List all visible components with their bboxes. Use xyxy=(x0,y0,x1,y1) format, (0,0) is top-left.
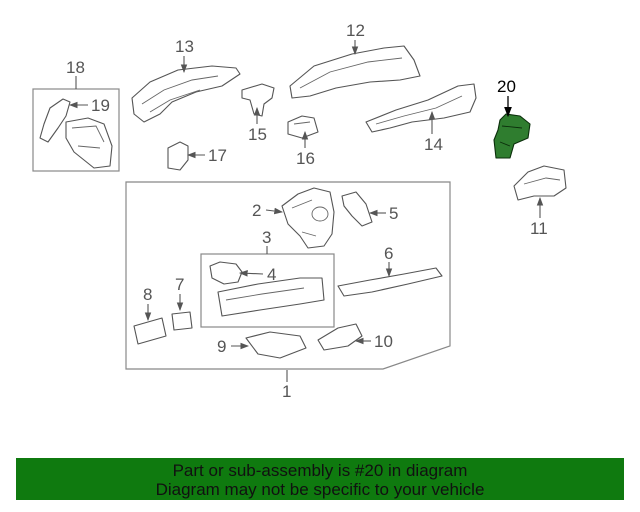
leader-lines xyxy=(68,40,544,382)
callout-11: 11 xyxy=(530,219,548,238)
callout-12: 12 xyxy=(346,21,365,40)
callout-2: 2 xyxy=(252,201,261,220)
callout-9: 9 xyxy=(217,337,226,356)
part-11-shape xyxy=(513,165,567,201)
callout-13: 13 xyxy=(175,37,194,56)
callout-14: 14 xyxy=(424,135,443,154)
callout-19: 19 xyxy=(91,96,110,115)
parts-diagram: 1 2 3 4 5 6 7 8 9 10 11 12 13 14 15 16 1… xyxy=(32,21,567,401)
callout-15: 15 xyxy=(248,125,267,144)
banner-line-2: Diagram may not be specific to your vehi… xyxy=(155,480,485,499)
callout-4: 4 xyxy=(267,265,276,284)
callout-3: 3 xyxy=(262,228,271,247)
part-5-shape xyxy=(341,191,373,227)
callout-7: 7 xyxy=(175,275,184,294)
part-8-shape xyxy=(133,317,167,345)
part-9-shape xyxy=(245,331,307,359)
info-banner: Part or sub-assembly is #20 in diagram D… xyxy=(16,458,624,500)
banner-line-1: Part or sub-assembly is #20 in diagram xyxy=(172,461,468,480)
part-4-shape xyxy=(209,261,243,285)
callout-1: 1 xyxy=(282,382,291,401)
part-1-group-box xyxy=(125,181,451,370)
callout-10: 10 xyxy=(374,332,393,351)
part-17-shape xyxy=(167,141,189,171)
part-10-shape xyxy=(317,323,363,351)
callout-8: 8 xyxy=(143,285,152,304)
part-6-shape xyxy=(337,267,443,297)
part-13-shape xyxy=(131,65,241,123)
callout-5: 5 xyxy=(389,204,398,223)
part-20-shape xyxy=(493,113,531,159)
callout-17: 17 xyxy=(208,146,227,165)
part-15-shape xyxy=(241,83,275,117)
callout-6: 6 xyxy=(384,244,393,263)
callout-18: 18 xyxy=(66,58,85,77)
part-7-shape xyxy=(171,311,193,331)
callout-20: 20 xyxy=(497,77,516,96)
part-14-shape xyxy=(365,83,477,133)
part-3-shape xyxy=(217,277,325,317)
part-2-shape xyxy=(281,187,335,249)
part-16-shape xyxy=(287,115,319,139)
part-19-shape xyxy=(39,98,113,169)
callout-16: 16 xyxy=(296,149,315,168)
